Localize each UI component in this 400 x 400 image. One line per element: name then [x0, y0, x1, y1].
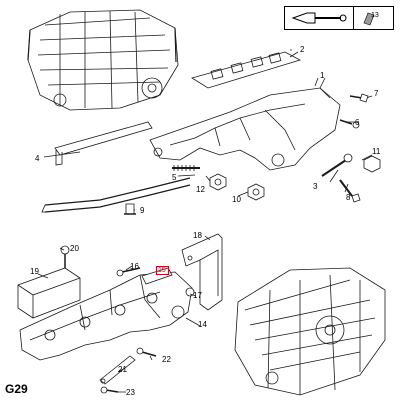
callout-21[interactable]: 21 [118, 365, 127, 374]
callout-22[interactable]: 22 [162, 355, 171, 364]
callout-17[interactable]: 17 [193, 291, 202, 300]
part-nut-11 [363, 155, 381, 173]
callout-12[interactable]: 12 [196, 185, 205, 194]
callout-11[interactable]: 11 [372, 147, 381, 156]
engine-illustration-top [27, 9, 179, 111]
page-code: G29 [5, 382, 28, 396]
part-stud [172, 165, 200, 171]
callout-1[interactable]: 1 [320, 71, 325, 80]
callout-15[interactable]: 15 [158, 267, 166, 274]
callout-16[interactable]: 16 [130, 262, 139, 271]
callout-14[interactable]: 14 [198, 320, 207, 329]
callout-2[interactable]: 2 [300, 45, 305, 54]
callout-4[interactable]: 4 [35, 154, 40, 163]
part-nut-12 [209, 173, 227, 191]
callout-7[interactable]: 7 [374, 89, 379, 98]
wrench-icon [291, 12, 347, 24]
part-bracket-4 [54, 121, 153, 166]
part-bolt-16 [116, 267, 141, 277]
callout-8[interactable]: 8 [346, 193, 351, 202]
part-heat-tube [41, 177, 191, 213]
legend-box: 13 [284, 6, 394, 30]
callout-3[interactable]: 3 [313, 182, 318, 191]
callout-20[interactable]: 20 [70, 244, 79, 253]
callout-9[interactable]: 9 [140, 206, 145, 215]
part-bolt-6 [339, 119, 360, 129]
legend-ref-number: 13 [371, 12, 379, 19]
engine-illustration-bottom [234, 267, 386, 396]
part-bolt-3 [321, 153, 353, 177]
callout-6[interactable]: 6 [355, 118, 360, 127]
part-bolt-23 [100, 386, 119, 394]
part-nut-10 [247, 183, 265, 201]
part-nut-17 [185, 287, 195, 297]
part-heat-shield-18 [181, 233, 223, 311]
part-gasket [191, 51, 302, 89]
callout-23[interactable]: 23 [126, 388, 135, 397]
part-gasket-15 [141, 267, 173, 285]
part-exhaust-manifold [149, 77, 341, 171]
part-bolt-8 [339, 179, 361, 203]
part-clip-9 [124, 203, 136, 215]
callout-15-highlight[interactable]: 15 [156, 266, 169, 275]
callout-5[interactable]: 5 [172, 173, 177, 182]
part-bracket-21 [99, 355, 136, 385]
part-bolt-7 [349, 93, 369, 103]
legend-tool-cell [285, 7, 354, 29]
legend-ref-cell: 13 [354, 7, 393, 29]
callout-10[interactable]: 10 [232, 195, 241, 204]
part-exhaust-manifold-lower [19, 271, 193, 361]
part-bolt-22 [136, 347, 157, 357]
part-bolt-20 [60, 245, 70, 268]
part-thumbnail-icon [363, 12, 375, 26]
callout-18[interactable]: 18 [193, 231, 202, 240]
callout-19[interactable]: 19 [30, 267, 39, 276]
